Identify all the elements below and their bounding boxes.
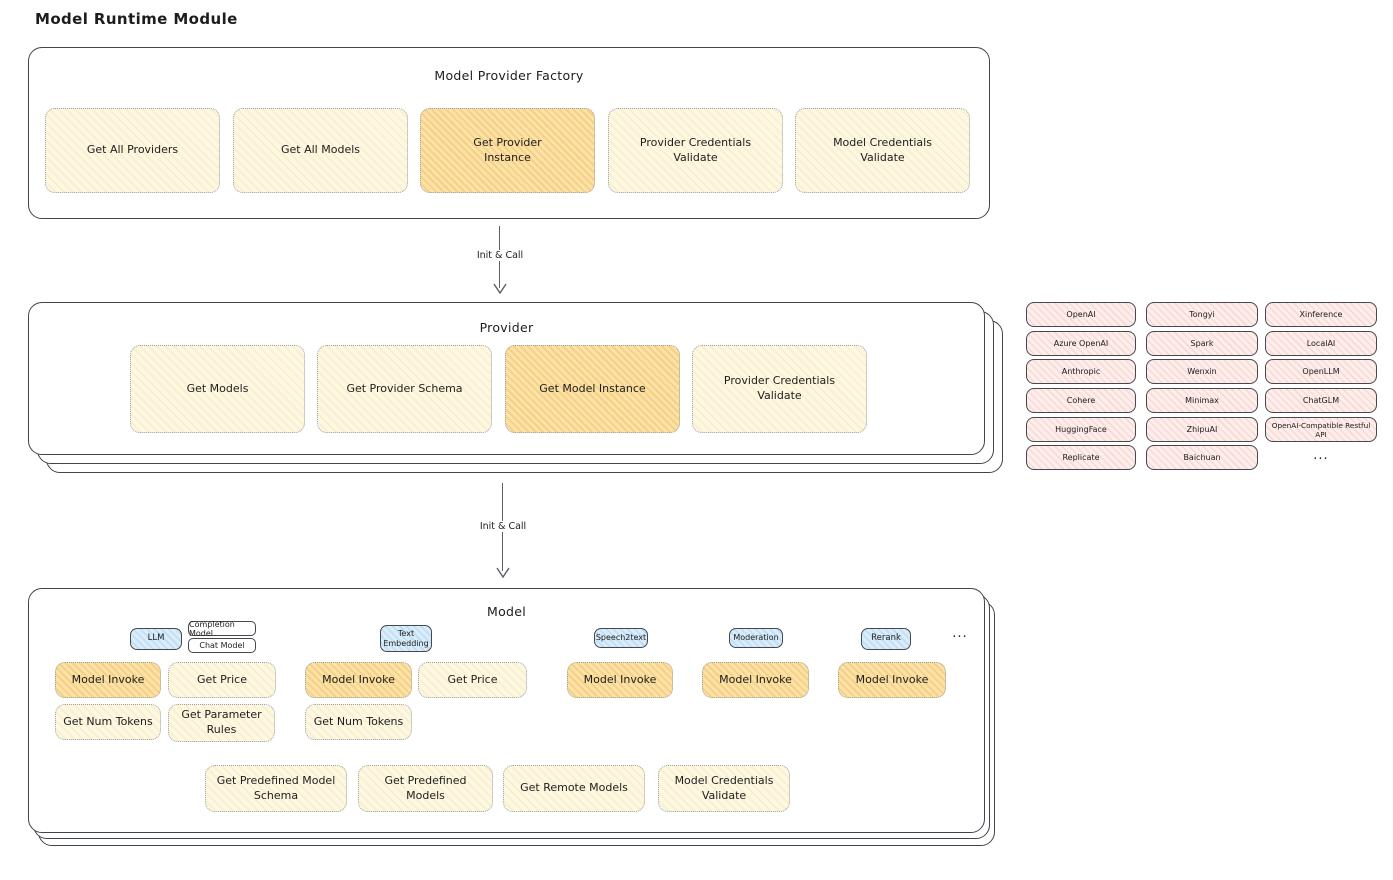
model-credentials-validate: Model Credentials Validate <box>658 765 790 812</box>
llm-get-num-tokens: Get Num Tokens <box>55 704 161 740</box>
provider-box-label: Provider Credentials Validate <box>723 374 836 402</box>
op-label: Get Price <box>447 672 498 686</box>
model-types-more: ... <box>952 626 968 641</box>
model-type-moderation: Moderation <box>729 628 783 648</box>
provider-item-xinference: Xinference <box>1265 302 1377 327</box>
model-subtype-completion-model: Completion Model <box>188 620 256 638</box>
text-embedding-get-num-tokens: Get Num Tokens <box>305 704 412 740</box>
llm-get-parameter-rules: Get Parameter Rules <box>168 704 275 742</box>
model-subtype-chat-model: Chat Model <box>188 638 256 653</box>
provider-box-get-model-instance: Get Model Instance <box>505 345 680 433</box>
provider-item-openai-compatible-restful-api: OpenAI-Compatible Restful API <box>1265 417 1377 442</box>
provider-item-localai: LocalAI <box>1265 331 1377 356</box>
provider-item-huggingface: HuggingFace <box>1026 417 1136 442</box>
factory-box-label: Get All Providers <box>86 143 179 157</box>
factory-title: Model Provider Factory <box>434 68 584 83</box>
rerank-model-invoke: Model Invoke <box>838 662 946 698</box>
factory-box-provider-credentials-validate: Provider Credentials Validate <box>608 108 783 193</box>
factory-box-label: Get All Models <box>281 143 360 157</box>
provider-item-cohere: Cohere <box>1026 388 1136 413</box>
provider-item-replicate: Replicate <box>1026 445 1136 470</box>
factory-box-label: Model Credentials Validate <box>833 135 932 164</box>
provider-box-label: Get Provider Schema <box>346 381 463 395</box>
factory-box-get-all-providers: Get All Providers <box>45 108 220 193</box>
provider-box-label: Get Models <box>186 381 249 395</box>
page-title: Model Runtime Module <box>35 10 238 28</box>
factory-box-get-all-models: Get All Models <box>233 108 408 193</box>
provider-box-provider-credentials-validate: Provider Credentials Validate <box>692 345 867 433</box>
arrow-label: Init & Call <box>472 250 528 261</box>
get-remote-models: Get Remote Models <box>503 765 645 812</box>
get-predefined-models: Get Predefined Models <box>358 765 493 812</box>
model-type-text-embedding: Text Embedding <box>380 625 432 652</box>
llm-model-invoke: Model Invoke <box>55 662 161 698</box>
factory-box-label: Get Provider Instance <box>473 135 542 164</box>
model-type-llm: LLM <box>130 628 182 650</box>
provider-list-more: ... <box>1313 448 1329 463</box>
provider-item-baichuan: Baichuan <box>1146 445 1258 470</box>
get-predefined-model-schema: Get Predefined Model Schema <box>205 765 347 812</box>
factory-box-model-credentials-validate: Model Credentials Validate <box>795 108 970 193</box>
op-label: Model Invoke <box>719 672 792 686</box>
provider-item-minimax: Minimax <box>1146 388 1258 413</box>
provider-item-wenxin: Wenxin <box>1146 359 1258 384</box>
arrow-head-icon <box>496 567 510 578</box>
factory-box-get-provider-instance: Get Provider Instance <box>420 108 595 193</box>
provider-item-openai: OpenAI <box>1026 302 1136 327</box>
provider-item-anthropic: Anthropic <box>1026 359 1136 384</box>
provider-title: Provider <box>479 320 534 335</box>
op-label: Get Num Tokens <box>63 714 153 728</box>
op-label: Model Invoke <box>322 672 395 686</box>
op-label: Get Remote Models <box>520 781 628 795</box>
op-label: Get Predefined Model Schema <box>216 773 336 802</box>
provider-item-zhipuai: ZhipuAI <box>1146 417 1258 442</box>
moderation-model-invoke: Model Invoke <box>702 662 809 698</box>
model-type-speech2text: Speech2text <box>594 628 648 648</box>
factory-box-label: Provider Credentials Validate <box>639 135 752 164</box>
op-label: Model Invoke <box>855 672 929 686</box>
text-embedding-get-price: Get Price <box>418 662 527 698</box>
provider-item-azure-openai: Azure OpenAI <box>1026 331 1136 356</box>
provider-box-get-provider-schema: Get Provider Schema <box>317 345 492 433</box>
model-type-rerank: Rerank <box>861 628 911 650</box>
op-label: Model Invoke <box>71 672 145 686</box>
op-label: Model Invoke <box>583 672 657 686</box>
provider-item-spark: Spark <box>1146 331 1258 356</box>
arrow-head-icon <box>493 283 507 294</box>
provider-item-openllm: OpenLLM <box>1265 359 1377 384</box>
llm-get-price: Get Price <box>168 662 276 698</box>
speech2text-model-invoke: Model Invoke <box>567 662 673 698</box>
provider-box-label: Get Model Instance <box>539 381 646 395</box>
op-label: Get Parameter Rules <box>181 708 262 736</box>
op-label: Get Price <box>197 672 247 686</box>
provider-item-tongyi: Tongyi <box>1146 302 1258 327</box>
op-label: Get Predefined Models <box>384 773 467 802</box>
text-embedding-model-invoke: Model Invoke <box>305 662 412 698</box>
model-title: Model <box>486 604 527 619</box>
provider-box-get-models: Get Models <box>130 345 305 433</box>
op-label: Get Num Tokens <box>313 714 404 728</box>
op-label: Model Credentials Validate <box>674 773 774 802</box>
arrow-label: Init & Call <box>475 521 531 532</box>
provider-item-chatglm: ChatGLM <box>1265 388 1377 413</box>
